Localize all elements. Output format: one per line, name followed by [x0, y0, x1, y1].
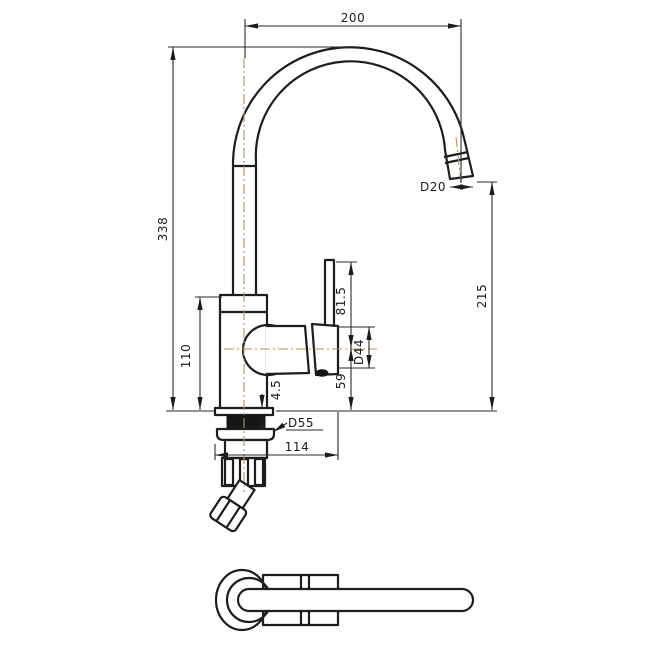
gooseneck-spout — [231, 46, 475, 297]
hose-nut-facet-1 — [215, 499, 231, 522]
supply-hose — [209, 478, 256, 533]
hose-nut — [209, 495, 248, 533]
hose-nut-facet-2 — [225, 506, 241, 529]
dimension-layer: 200 338 110 81.5 D44 59 4.5 D55 114 — [156, 11, 497, 460]
dim-label-outlet-height: 215 — [475, 284, 489, 308]
cartridge-cylinder-fill — [266, 326, 309, 374]
cartridge-cylinder — [265, 324, 311, 376]
dim-label-base-diameter: D55 — [288, 416, 314, 430]
lower-base-plate — [215, 427, 276, 442]
dim-label-spout-reach: 200 — [341, 11, 365, 25]
dim-label-overall-height: 338 — [156, 217, 170, 241]
outlet-centerline — [455, 136, 462, 184]
handle-body — [310, 322, 340, 377]
dim-label-center-above-deck: 59 — [334, 373, 348, 389]
shank-rib-3 — [253, 457, 265, 487]
dim-label-base-width: 114 — [285, 440, 309, 454]
plan-view — [214, 568, 475, 632]
dim-label-body-height: 110 — [179, 344, 193, 368]
aerator-seam-upper — [443, 150, 469, 159]
handle-lever-rod — [323, 258, 336, 330]
dim-label-lever-above-center: 81.5 — [334, 287, 348, 316]
shank-rib-1 — [223, 457, 235, 487]
leader-base-diameter — [272, 422, 288, 433]
rubber-gasket — [226, 414, 266, 430]
dim-label-outlet-diameter: D20 — [420, 180, 446, 194]
side-view — [209, 46, 475, 533]
aerator-seam-lower — [444, 156, 470, 165]
dim-label-flange-thickness: 4.5 — [269, 380, 283, 401]
dim-label-cartridge-diameter: D44 — [352, 339, 366, 365]
plan-spout-bar — [236, 587, 475, 613]
handle-end-cap — [315, 369, 329, 377]
